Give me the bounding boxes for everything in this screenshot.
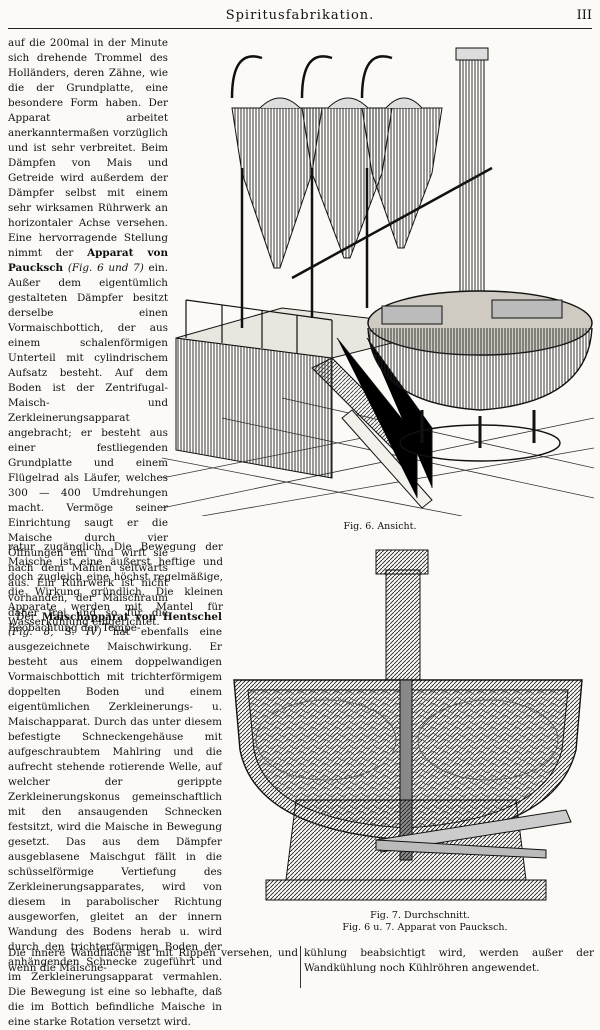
paragraph: auf die 200mal in der Minute sich drehen…: [8, 37, 168, 634]
paragraph: kühlung beabsichtigt wird, werden außer …: [304, 947, 594, 974]
paragraph: Die innere Wandfläche ist mit Rippen ver…: [8, 947, 298, 974]
text-bottom-left: Die innere Wandfläche ist mit Rippen ver…: [8, 946, 298, 976]
column-divider: [300, 946, 301, 988]
figure-7-illustration: [233, 549, 583, 901]
figure-reference: (Fig. 6 und 7): [67, 262, 144, 274]
bold-term: Maischapparat von Hentschel: [41, 611, 222, 623]
text-bottom-right: kühlung beabsichtigt wird, werden außer …: [304, 946, 594, 976]
text-column-top: auf die 200mal in der Minute sich drehen…: [8, 36, 168, 636]
page-header: Spiritusfabrikation. III: [8, 6, 592, 29]
paragraph: ratur zugänglich. Die Bewegung der Maisc…: [8, 541, 223, 628]
page-number: III: [576, 8, 592, 23]
figure-6-7-caption: Fig. 6 u. 7. Apparat von Paucksch.: [342, 922, 508, 933]
text-middle: ratur zugänglich. Die Bewegung der Maisc…: [8, 540, 593, 630]
figure-6-caption: Fig. 6. Ansicht.: [343, 521, 417, 532]
running-title: Spiritusfabrikation.: [225, 8, 375, 23]
figure-7-caption: Fig. 7. Durchschnitt.: [370, 910, 470, 921]
figure-reference: (Fig. 8, S. IV): [8, 626, 102, 638]
figure-6-illustration: [162, 47, 594, 516]
bold-term: Apparat von Paucksch: [8, 247, 168, 274]
